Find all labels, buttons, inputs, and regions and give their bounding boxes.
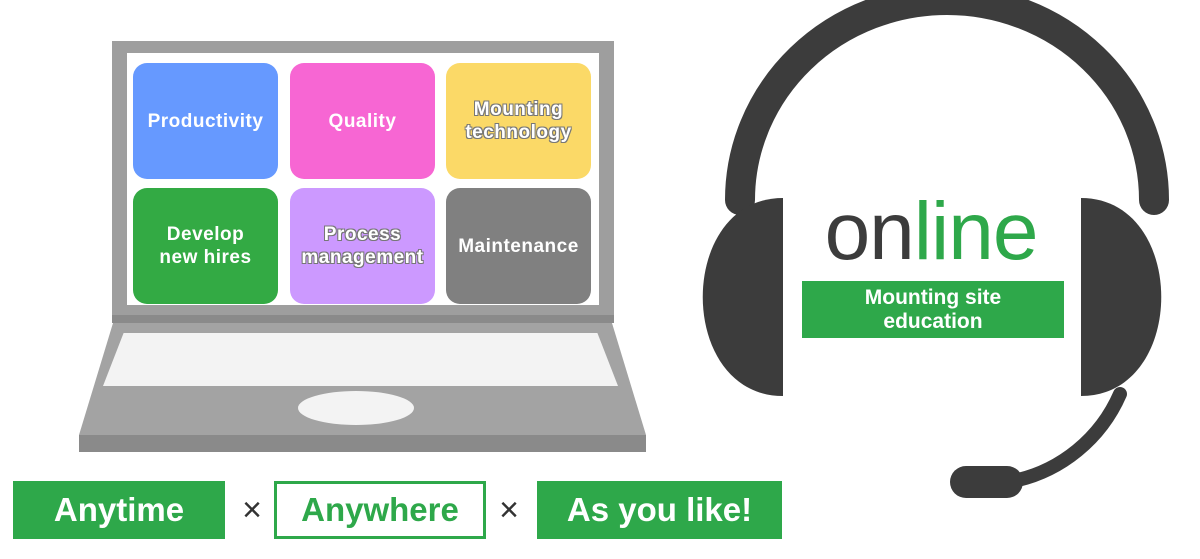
headset-band [725, 0, 1169, 215]
anywhere-label: Anywhere [274, 481, 486, 539]
multiply-sign: × [242, 490, 262, 529]
as-you-like-label: As you like! [537, 481, 782, 539]
online-title-part2: line [913, 186, 1039, 277]
topic-tile-process-management: Process management [290, 188, 435, 304]
right-earcup [1081, 198, 1162, 396]
online-title-part1: on [824, 186, 915, 277]
topic-tile-quality: Quality [290, 63, 435, 179]
topic-tile-productivity: Productivity [133, 63, 278, 179]
education-banner: Mounting site education [802, 281, 1064, 338]
multiply-sign: × [499, 490, 519, 529]
topic-tile-maintenance: Maintenance [446, 188, 591, 304]
online-title: online [800, 186, 1062, 278]
topic-tile-mounting-technology: Mounting technology [446, 63, 591, 179]
topic-tile-develop-new-hires: Develop new hires [133, 188, 278, 304]
laptop-keyboard [103, 333, 618, 386]
microphone-boom [1011, 387, 1127, 487]
microphone-icon [950, 466, 1023, 498]
left-earcup [702, 198, 783, 396]
laptop-hinge [112, 315, 614, 323]
laptop-base-front [79, 435, 646, 452]
anytime-label: Anytime [13, 481, 225, 539]
laptop-trackpad [298, 391, 414, 425]
